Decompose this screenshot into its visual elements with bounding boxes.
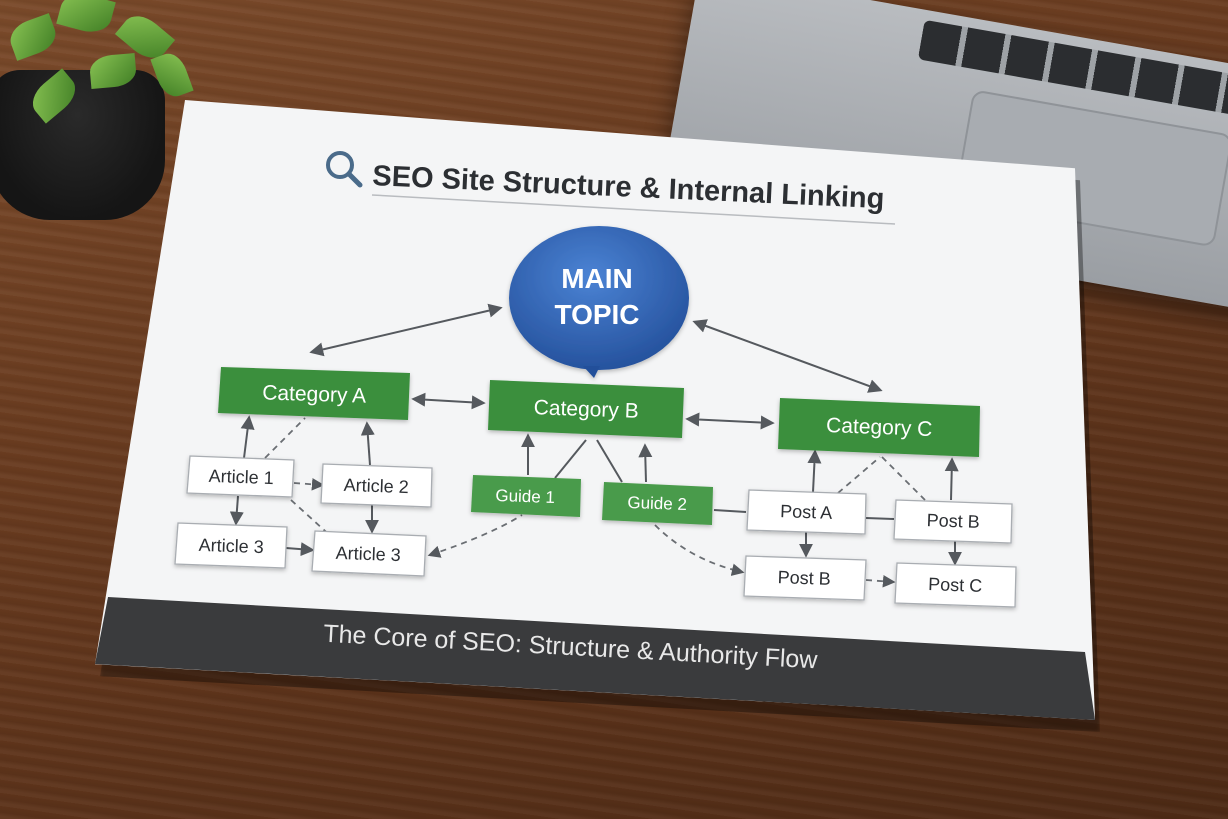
category-a-box: [218, 367, 410, 420]
post-b-box: [893, 499, 1013, 544]
card-title: SEO Site Structure & Internal Linking: [372, 160, 885, 215]
main-topic-node: [509, 226, 689, 378]
leaf-labels: Article 1 Article 2 Article 3 Article 3 …: [198, 466, 982, 596]
article-1-label: Article 1: [208, 466, 274, 488]
guide-2-label: Guide 2: [627, 493, 687, 514]
guide-2-box: [602, 482, 713, 525]
guide-1-label: Guide 1: [495, 486, 555, 507]
search-icon: [326, 151, 363, 188]
article-3-box: [174, 522, 288, 569]
post-a-box: [746, 489, 867, 535]
post-c-label: Post C: [928, 574, 983, 596]
main-topic-line1: MAIN: [561, 263, 633, 294]
category-a-label: Category A: [262, 381, 367, 407]
category-b-box: [488, 380, 684, 438]
title-underline: [371, 194, 896, 225]
category-c-label: Category C: [826, 414, 933, 441]
article-3b-box: [311, 530, 427, 577]
footer-band: [95, 597, 1095, 720]
article-3-label: Article 3: [198, 535, 264, 557]
category-boxes: [218, 367, 980, 457]
category-c-box: [778, 398, 980, 457]
post-b2-label: Post B: [777, 567, 831, 589]
guide-1-box: [471, 475, 581, 517]
article-1-box: [186, 455, 295, 498]
article-2-label: Article 2: [343, 475, 409, 497]
main-topic-line2: TOPIC: [554, 299, 639, 330]
guide-boxes: [471, 475, 713, 525]
connections: [229, 303, 962, 566]
post-b-label: Post B: [926, 510, 980, 532]
post-b2-box: [743, 555, 867, 601]
category-b-label: Category B: [533, 396, 639, 423]
article-2-box: [320, 463, 433, 508]
plant-pot: [0, 70, 165, 220]
post-c-box: [894, 562, 1017, 608]
article-3b-label: Article 3: [335, 543, 401, 565]
post-a-label: Post A: [780, 501, 833, 523]
leaf-boxes: [174, 455, 1017, 608]
